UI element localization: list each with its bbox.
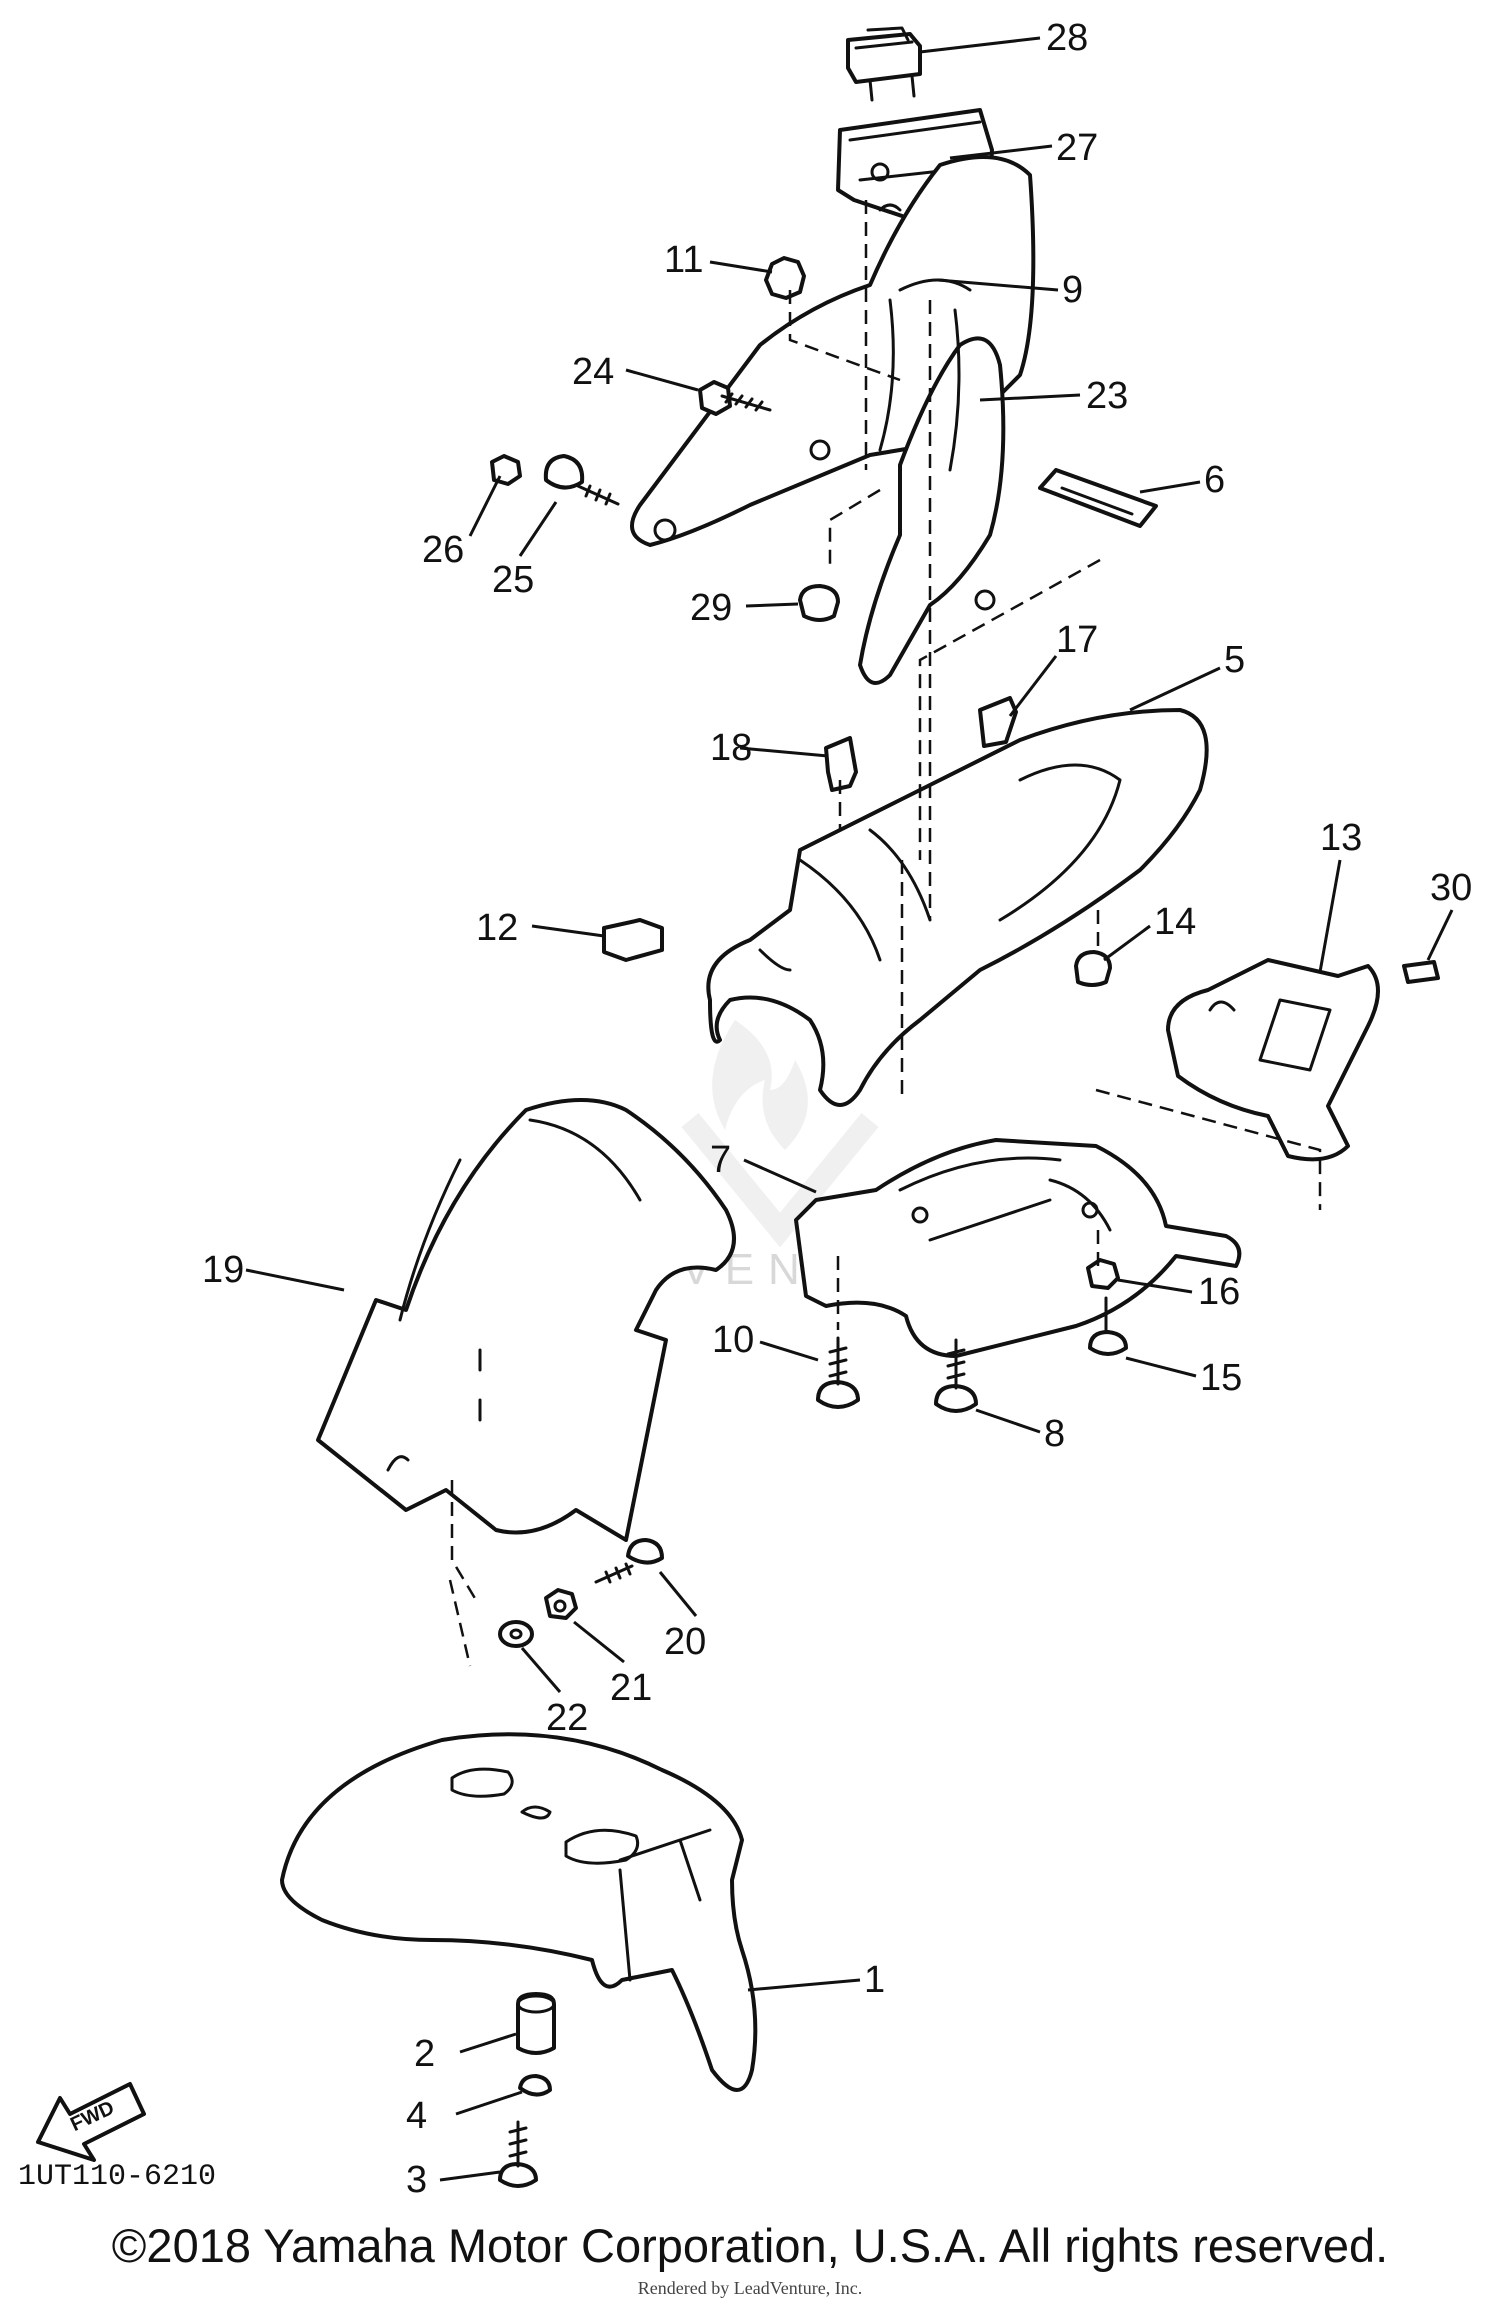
callout-10: 10	[712, 1319, 754, 1361]
part-5-rear-fender	[706, 708, 1209, 1107]
callout-7: 7	[710, 1139, 731, 1181]
part-30-pad	[1402, 960, 1440, 984]
callout-13: 13	[1320, 817, 1362, 859]
part-20-screw	[594, 1538, 664, 1584]
callout-17: 17	[1056, 619, 1098, 661]
part-21-nut	[544, 1588, 578, 1620]
callout-11: 11	[664, 239, 703, 281]
callout-28: 28	[1046, 17, 1088, 59]
part-15-bolt	[1088, 1296, 1128, 1356]
callout-6: 6	[1204, 459, 1225, 501]
callout-16: 16	[1198, 1271, 1240, 1313]
callout-5: 5	[1224, 639, 1245, 681]
callout-30: 30	[1430, 867, 1472, 909]
part-12-connector	[602, 918, 664, 962]
part-22-washer	[498, 1620, 534, 1648]
part-code: 1UT110-6210	[18, 2160, 217, 2194]
callout-29: 29	[690, 587, 732, 629]
part-16-nut	[1086, 1258, 1120, 1290]
callout-26: 26	[422, 529, 464, 571]
copyright-notice: ©2018 Yamaha Motor Corporation, U.S.A. A…	[111, 2219, 1389, 2272]
leader-lines	[245, 36, 1454, 2182]
part-2-collar	[516, 1992, 556, 2055]
part-24-bolt	[698, 380, 772, 416]
callout-21: 21	[610, 1667, 652, 1709]
fwd-arrow-icon: FWD	[36, 2082, 146, 2162]
part-28-buckle	[846, 26, 922, 102]
part-10-bolt	[816, 1336, 860, 1409]
part-19-inner-fender	[316, 1098, 736, 1542]
part-7-under-tray	[794, 1138, 1242, 1358]
callout-15: 15	[1200, 1357, 1242, 1399]
part-13-tail-bracket	[1166, 958, 1380, 1162]
part-29-grommet	[798, 584, 840, 622]
callout-4: 4	[406, 2095, 427, 2137]
callout-20: 20	[664, 1621, 706, 1663]
part-18-clip	[824, 736, 858, 792]
callout-22: 22	[546, 1697, 588, 1739]
part-23-grab-bar	[630, 155, 1036, 685]
callout-9: 9	[1062, 269, 1083, 311]
callout-24: 24	[572, 351, 614, 393]
part-8-bolt	[934, 1338, 978, 1413]
part-25-screw	[543, 454, 620, 506]
part-1-front-fender	[280, 1732, 758, 2092]
callout-3: 3	[406, 2159, 427, 2201]
callout-27: 27	[1056, 127, 1098, 169]
callout-19: 19	[202, 1249, 244, 1291]
part-17-clip	[978, 696, 1018, 748]
part-11-nut	[764, 256, 806, 300]
part-3-bolt	[498, 2120, 538, 2188]
part-4-washer	[518, 2074, 552, 2097]
callout-14: 14	[1154, 901, 1196, 943]
callout-18: 18	[710, 727, 752, 769]
callout-23: 23	[1086, 375, 1128, 417]
part-14-nut	[1074, 950, 1112, 987]
part-6-emblem	[1038, 468, 1158, 528]
callout-2: 2	[414, 2033, 435, 2075]
callout-25: 25	[492, 559, 534, 601]
callout-1: 1	[864, 1959, 885, 2001]
callout-12: 12	[476, 907, 518, 949]
part-26-nut	[490, 454, 522, 486]
callout-labels: 28 27 9 11 24 23 6 26 25 29 17 18 5 12 1…	[202, 17, 1472, 2201]
callout-8: 8	[1044, 1413, 1065, 1455]
rendered-by: Rendered by LeadVenture, Inc.	[637, 2278, 863, 2298]
watermark-logo	[681, 1020, 879, 1248]
assembly-lines	[448, 200, 1322, 1667]
